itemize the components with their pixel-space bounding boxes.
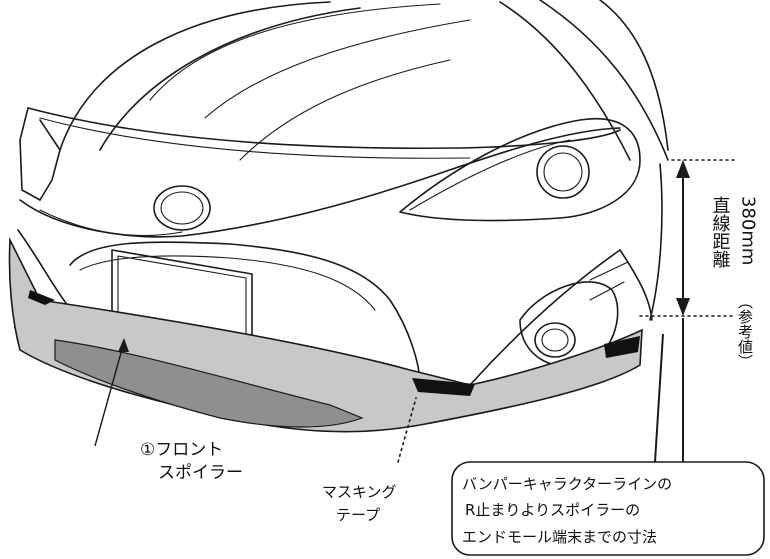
tape-leader-line: [397, 397, 417, 463]
tape-label-line1: マスキング: [322, 483, 397, 501]
part-name-line1: ①フロント: [140, 440, 223, 460]
spoiler-body: [8, 236, 643, 433]
callout-leader-left: [654, 333, 664, 463]
arrow-up-icon: [676, 160, 690, 178]
tape-right: [604, 336, 640, 358]
callout-line2: R止まりよりスポイラーの: [465, 501, 640, 519]
spoiler-leader-line: [94, 341, 125, 447]
callout-line1: バンパーキャラクターラインの: [462, 475, 672, 493]
tape-center: [412, 378, 475, 396]
tape-label-line2: テープ: [336, 506, 380, 524]
spoiler-lower-strip: [54, 339, 364, 428]
callout-line3: エンドモール端末までの寸法: [462, 528, 657, 546]
distance-label: 直線距離: [710, 196, 731, 268]
leader-arrow-icon: [118, 338, 129, 352]
front-spoiler: [8, 236, 643, 433]
car-body: [17, 0, 669, 386]
part-name-line2: スポイラー: [158, 463, 243, 483]
callout-box: [451, 461, 765, 556]
tape-left: [28, 290, 55, 305]
distance-value: 380mm: [738, 196, 759, 265]
reference-note: （参考値）: [736, 294, 754, 369]
dimension-indicator: [639, 159, 736, 463]
arrow-down-icon: [676, 298, 690, 316]
